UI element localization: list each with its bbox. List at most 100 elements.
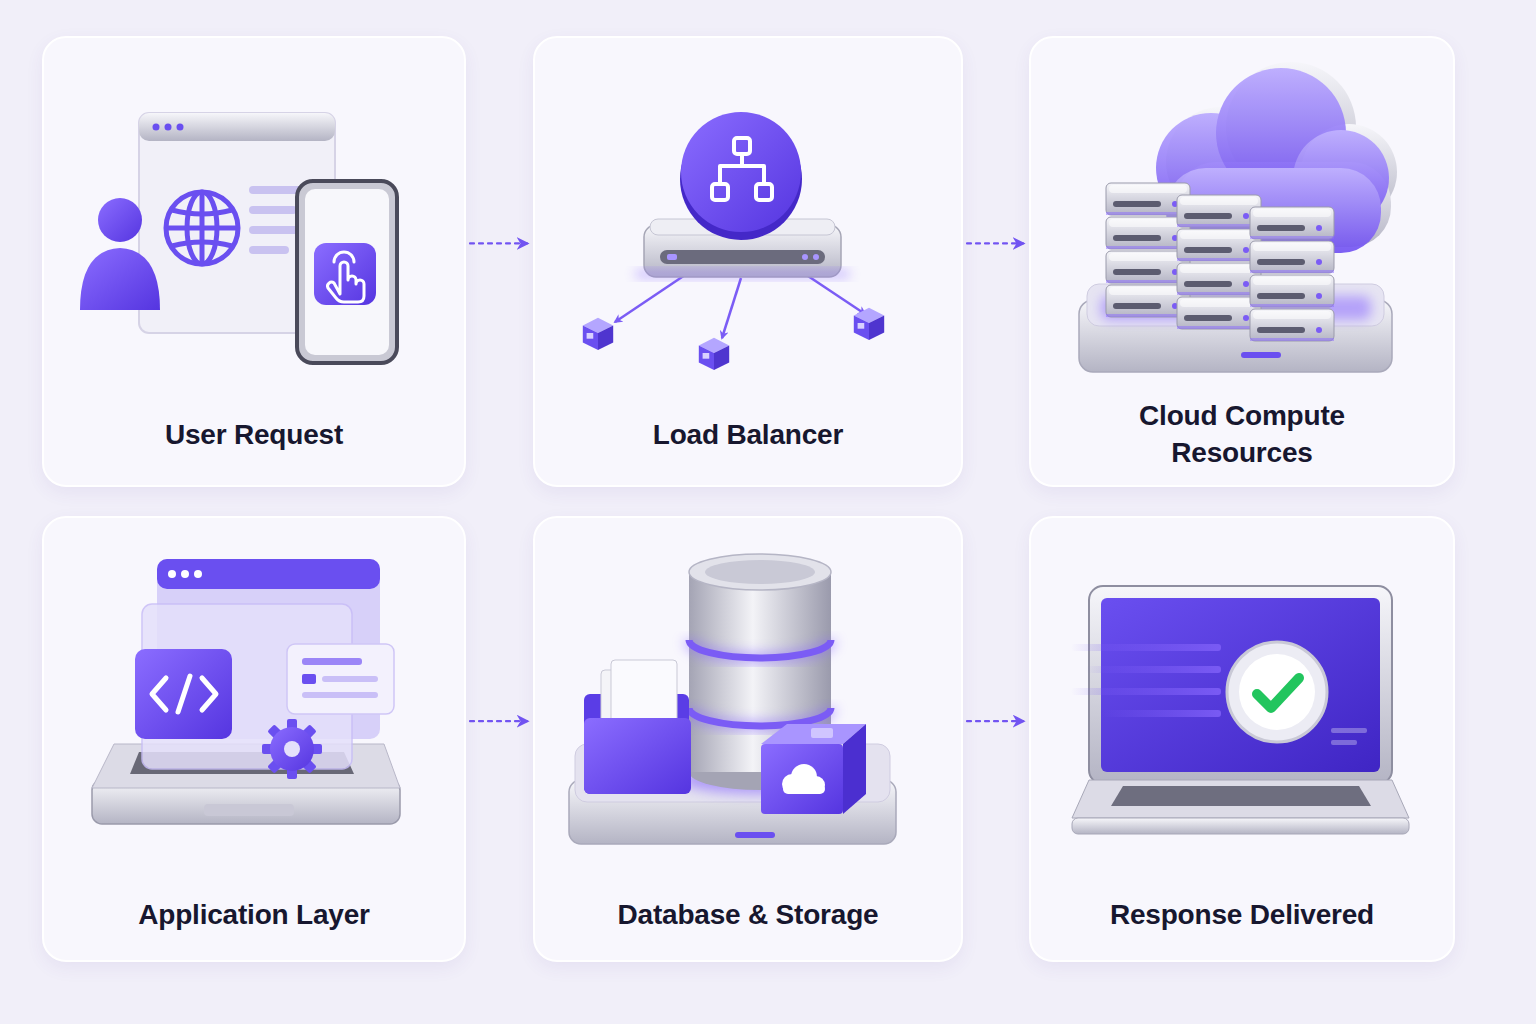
- step-card: Application Layer: [42, 516, 466, 962]
- response-illustration: [1111, 786, 1371, 806]
- user-request-illustration: [166, 192, 238, 264]
- application-layer-illustration: [181, 570, 189, 578]
- application-layer-illustration: [302, 692, 378, 698]
- application-layer-illustration: [302, 674, 316, 684]
- user-request-illustration: [80, 248, 160, 310]
- cloud-compute-illustration: [1177, 297, 1261, 329]
- application-layer-illustration: [202, 678, 216, 710]
- load-balancer-illustration: [681, 112, 801, 232]
- database-illustration: [689, 640, 831, 658]
- label-box: Load Balancer: [551, 417, 945, 454]
- load-balancer-illustration: [615, 275, 685, 322]
- flow-arrow: [967, 242, 1023, 244]
- response-illustration: [1101, 598, 1380, 772]
- database-illustration: [811, 728, 833, 738]
- application-layer-illustration: [135, 649, 232, 739]
- cloud-compute-illustration: [1250, 275, 1334, 307]
- load-balancer-illustration: [802, 254, 808, 260]
- user-request-illustration: [44, 38, 469, 398]
- step-card: User Request: [42, 36, 466, 487]
- database-illustration: [783, 784, 825, 794]
- step-label: Application Layer: [138, 897, 370, 934]
- load-balancer-illustration: [667, 254, 677, 260]
- cloud-compute-illustration: [1241, 352, 1281, 358]
- user-request-illustration: [249, 246, 289, 254]
- load-balancer-illustration: [615, 274, 865, 338]
- step-card: Response Delivered: [1029, 516, 1455, 962]
- user-request-illustration: [139, 113, 335, 141]
- load-balancer-illustration: [712, 138, 772, 200]
- response-illustration: [1086, 666, 1221, 673]
- cloud-compute-illustration: [1177, 263, 1261, 295]
- user-request-illustration: [334, 252, 354, 262]
- load-balancer-illustration: [535, 38, 960, 398]
- cloud-compute-illustration: [1177, 195, 1261, 227]
- cloud-compute-illustration: [1177, 229, 1261, 261]
- application-layer-illustration: [168, 570, 176, 578]
- step-card: Database & Storage: [533, 516, 963, 962]
- database-illustration: [735, 832, 775, 838]
- flow-arrow: [967, 720, 1023, 722]
- label-box: Database & Storage: [551, 897, 945, 934]
- step-label: Load Balancer: [653, 417, 843, 454]
- database-illustration: [689, 640, 831, 658]
- load-balancer-illustration: [813, 254, 819, 260]
- database-illustration: [782, 764, 825, 794]
- application-layer-illustration: [152, 676, 216, 712]
- step-label: Response Delivered: [1110, 897, 1374, 934]
- step-card: Load Balancer: [533, 36, 963, 487]
- load-balancer-illustration: [699, 338, 729, 370]
- load-balancer-illustration: [756, 184, 772, 200]
- user-request-illustration: [305, 189, 389, 355]
- label-box: User Request: [60, 417, 448, 454]
- load-balancer-illustration: [660, 250, 825, 264]
- application-layer-illustration: [152, 678, 166, 710]
- response-illustration: [1031, 518, 1456, 878]
- user-request-illustration: [153, 124, 160, 131]
- user-request-illustration: [200, 192, 205, 264]
- cloud-compute-illustration: [1250, 207, 1334, 239]
- load-balancer-illustration: [854, 308, 884, 340]
- load-balancer-illustration: [722, 278, 741, 338]
- user-request-illustration: [172, 242, 232, 246]
- user-request-illustration: [297, 181, 397, 363]
- load-balancer-illustration: [635, 270, 850, 278]
- application-layer-illustration: [284, 741, 300, 757]
- database-illustration: [843, 724, 866, 814]
- user-request-illustration: [314, 243, 376, 305]
- cloud-compute-illustration: [1250, 241, 1334, 273]
- step-label: Cloud Compute Resources: [1107, 398, 1377, 472]
- database-illustration: [761, 744, 843, 814]
- load-balancer-illustration: [720, 166, 764, 184]
- load-balancer-illustration: [805, 274, 865, 314]
- user-request-illustration: [328, 262, 364, 302]
- user-request-illustration: [328, 252, 364, 302]
- response-illustration: [1072, 818, 1409, 834]
- database-illustration: [689, 554, 831, 590]
- application-layer-illustration: [262, 719, 322, 779]
- label-box: Response Delivered: [1047, 897, 1437, 934]
- user-request-illustration: [98, 198, 142, 242]
- response-illustration: [1071, 644, 1221, 651]
- database-illustration: [584, 718, 691, 794]
- flow-arrow: [470, 720, 527, 722]
- application-layer-illustration: [287, 644, 394, 714]
- application-layer-illustration: [270, 727, 314, 771]
- application-layer-illustration: [178, 676, 190, 712]
- label-box: Application Layer: [60, 897, 448, 934]
- application-layer-illustration: [44, 518, 469, 878]
- response-illustration: [1257, 678, 1299, 708]
- user-request-illustration: [177, 124, 184, 131]
- step-card: Cloud Compute Resources: [1029, 36, 1455, 487]
- database-illustration: [535, 518, 960, 878]
- cloud-compute-illustration: [1031, 38, 1456, 398]
- application-layer-illustration: [194, 570, 202, 578]
- application-layer-illustration: [302, 658, 362, 665]
- user-request-illustration: [166, 192, 238, 264]
- response-illustration: [1331, 740, 1357, 745]
- response-illustration: [1071, 688, 1221, 695]
- step-label: User Request: [165, 417, 343, 454]
- load-balancer-illustration: [712, 184, 728, 200]
